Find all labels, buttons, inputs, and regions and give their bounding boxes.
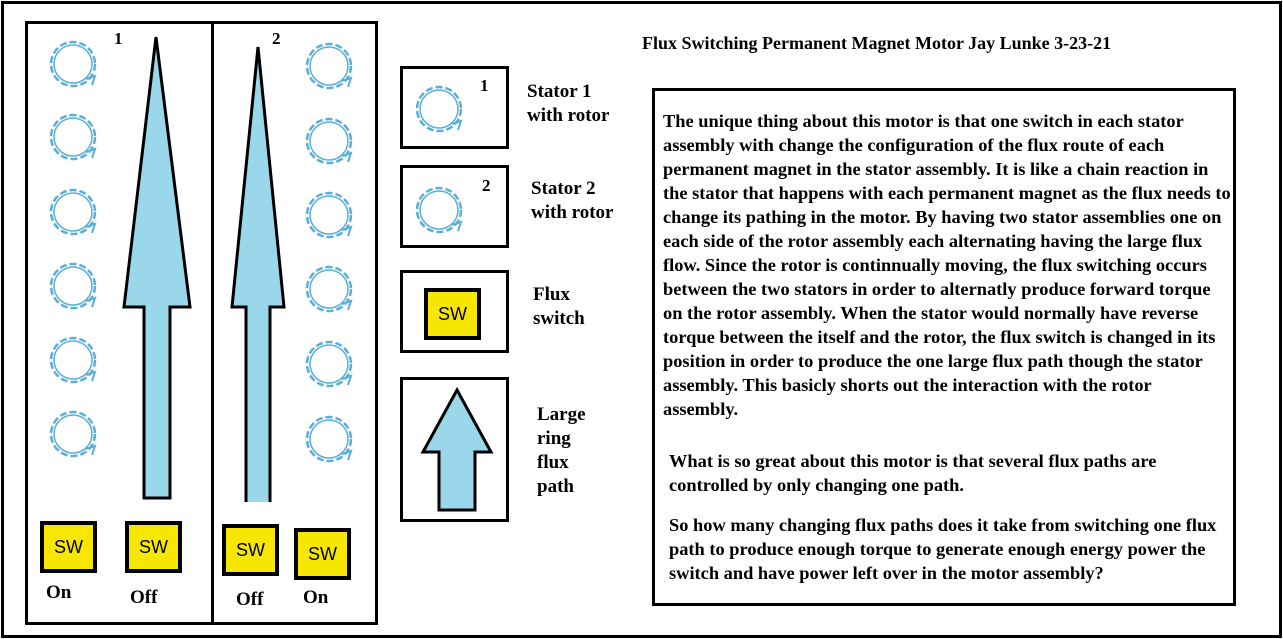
legend-stator-2-number: 2 — [482, 176, 491, 195]
flux-switch-off: SW — [222, 524, 279, 576]
rotor-icon — [49, 113, 97, 161]
rotor-icon — [49, 336, 97, 384]
rotor-icon — [305, 191, 353, 239]
switch-label: SW — [139, 536, 168, 557]
rotor-icon — [305, 265, 353, 313]
description-paragraph-3: So how many changing flux paths does it … — [669, 515, 1217, 583]
large-ring-flux-path-arrow — [230, 46, 286, 502]
large-ring-flux-path-arrow — [122, 36, 192, 500]
stator-1-number: 1 — [114, 29, 123, 48]
flux-switch-symbol: SW — [424, 288, 481, 340]
flux-switch-on: SW — [294, 528, 351, 580]
rotor-icon — [415, 186, 463, 234]
switch-state-off: Off — [236, 589, 264, 610]
description-paragraph-1: The unique thing about this motor is tha… — [663, 111, 1231, 419]
switch-label: SW — [54, 536, 83, 557]
rotor-icon — [305, 117, 353, 165]
stator-assembly-2: 2 SW SW Off On — [211, 21, 378, 625]
switch-label: SW — [236, 539, 265, 560]
rotor-icon — [49, 40, 97, 88]
flux-switch-off: SW — [125, 521, 182, 573]
legend-stator-1-number: 1 — [480, 76, 489, 95]
switch-label: SW — [308, 543, 337, 564]
stator-2-rotor-icons — [305, 42, 353, 463]
switch-label: SW — [438, 303, 467, 324]
legend-stator-2-box: 2 — [400, 165, 509, 248]
switch-state-off: Off — [130, 587, 158, 608]
description-box: The unique thing about this motor is tha… — [652, 88, 1236, 606]
rotor-icon — [415, 85, 463, 133]
stator-2-number: 2 — [272, 29, 281, 48]
legend-arrow-box — [400, 377, 509, 522]
switch-state-on: On — [46, 582, 72, 603]
rotor-icon — [49, 262, 97, 310]
description-paragraph-2: What is so great about this motor is tha… — [669, 451, 1157, 495]
legend-switch-box: SW — [400, 270, 509, 353]
rotor-icon — [49, 188, 97, 236]
switch-state-on: On — [303, 587, 329, 608]
rotor-icon — [49, 410, 97, 458]
large-ring-flux-path-arrow — [420, 386, 494, 512]
diagram-title: Flux Switching Permanent Magnet Motor Ja… — [642, 33, 1112, 53]
rotor-icon — [305, 42, 353, 90]
legend-stator-1-box: 1 — [400, 66, 509, 149]
rotor-icon — [305, 415, 353, 463]
flux-switch-on: SW — [40, 521, 97, 573]
rotor-icon — [305, 340, 353, 388]
